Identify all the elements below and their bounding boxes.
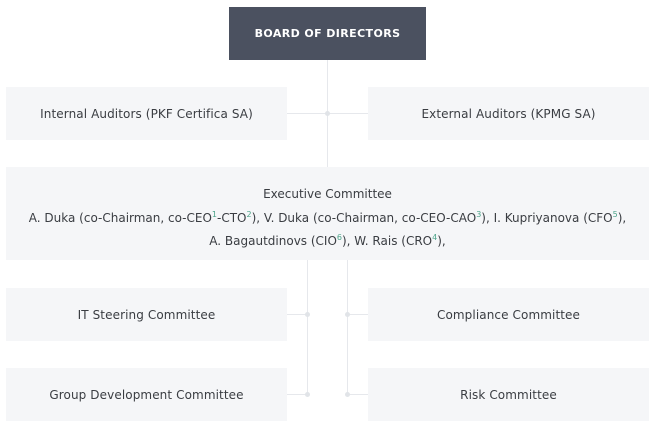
- executive-committee-box: Executive Committee A. Duka (co-Chairman…: [6, 167, 649, 260]
- footnote-ref: 4: [432, 233, 438, 242]
- right-branch-line: [347, 260, 348, 394]
- footnote-ref: 5: [612, 209, 618, 219]
- group-development-node: [305, 392, 310, 397]
- internal-auditors-label: Internal Auditors (PKF Certifica SA): [40, 106, 253, 121]
- member-text: ), W. Rais (CRO: [342, 234, 433, 248]
- footnote-ref: 6: [336, 233, 342, 242]
- it-steering-connector: [287, 314, 307, 315]
- compliance-committee-box: Compliance Committee: [368, 288, 649, 341]
- compliance-node: [345, 312, 350, 317]
- board-of-directors-label: BOARD OF DIRECTORS: [254, 27, 401, 40]
- auditors-connector-node: [325, 111, 330, 116]
- risk-connector: [347, 394, 368, 395]
- executive-members-line-2: A. Bagautdinovs (CIO6), W. Rais (CRO4),: [6, 228, 649, 252]
- member-text: A. Bagautdinovs (CIO: [209, 234, 337, 248]
- group-development-connector: [287, 394, 307, 395]
- external-auditors-label: External Auditors (KPMG SA): [421, 106, 596, 121]
- footnote-ref: 3: [476, 209, 482, 219]
- risk-committee-box: Risk Committee: [368, 368, 649, 421]
- executive-members-line-1: A. Duka (co-Chairman, co-CEO1-CTO2), V. …: [6, 205, 649, 229]
- external-auditors-box: External Auditors (KPMG SA): [368, 87, 649, 140]
- it-steering-committee-label: IT Steering Committee: [77, 307, 216, 322]
- it-steering-committee-box: IT Steering Committee: [6, 288, 287, 341]
- member-text: -CTO: [217, 210, 247, 225]
- left-branch-line: [307, 260, 308, 394]
- internal-auditors-box: Internal Auditors (PKF Certifica SA): [6, 87, 287, 140]
- footnote-ref: 1: [211, 209, 218, 219]
- group-development-committee-box: Group Development Committee: [6, 368, 287, 421]
- member-text: A. Duka (co-Chairman, co-CEO: [28, 210, 212, 225]
- board-of-directors-box: BOARD OF DIRECTORS: [229, 7, 426, 60]
- footnote-ref: 2: [246, 209, 252, 219]
- member-text: ), I. Kupriyanova (CFO: [481, 210, 613, 225]
- compliance-connector: [347, 314, 368, 315]
- risk-node: [345, 392, 350, 397]
- executive-committee-title: Executive Committee: [263, 187, 392, 201]
- risk-committee-label: Risk Committee: [460, 387, 557, 402]
- compliance-committee-label: Compliance Committee: [436, 307, 581, 322]
- member-text: ), V. Duka (co-Chairman, co-CEO-CAO: [251, 210, 477, 225]
- group-development-committee-label: Group Development Committee: [49, 387, 244, 402]
- it-steering-node: [305, 312, 310, 317]
- member-text: ),: [437, 234, 446, 248]
- member-text: ),: [617, 210, 627, 225]
